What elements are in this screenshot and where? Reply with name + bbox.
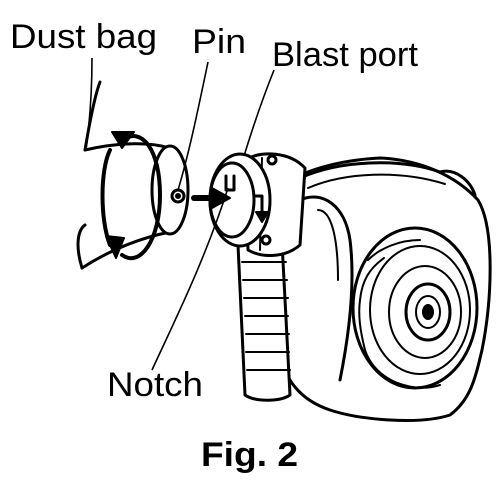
label-notch: Notch — [107, 366, 203, 404]
blower-body — [236, 152, 492, 422]
leader-lines — [85, 57, 275, 371]
figure-caption: Fig. 2 — [201, 436, 298, 474]
rotation-arrow-icon — [100, 131, 162, 261]
dust-bag — [76, 80, 190, 270]
grip — [236, 236, 292, 402]
insert-arrow-icon — [191, 187, 231, 209]
label-dust-bag: Dust bag — [10, 18, 157, 56]
label-pin: Pin — [192, 23, 246, 61]
label-blast-port: Blast port — [272, 36, 419, 74]
fan-grille — [351, 226, 479, 390]
